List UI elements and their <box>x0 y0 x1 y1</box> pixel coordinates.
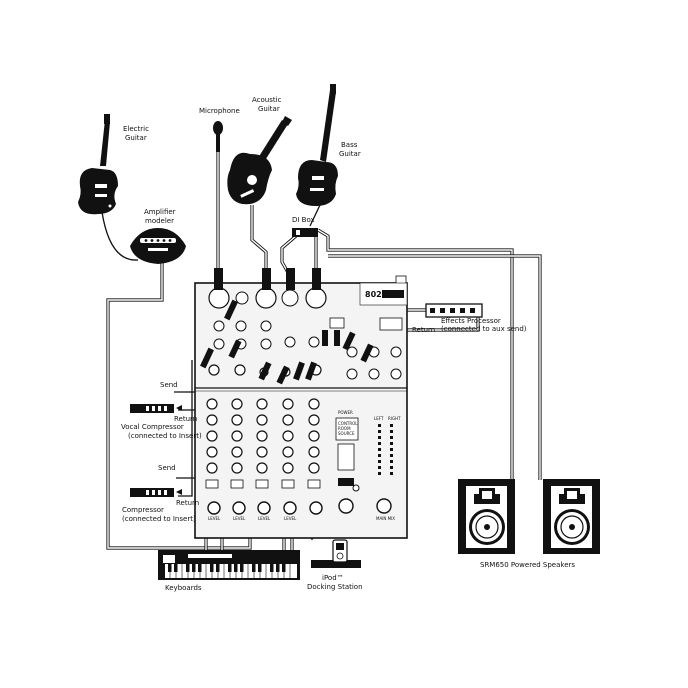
vocal-return-label: Return <box>174 415 197 423</box>
channel-strip-3: LEVEL <box>255 398 271 521</box>
speaker-right <box>543 479 600 554</box>
main-mix-label: MAIN MIX <box>376 516 395 521</box>
acoustic-guitar-label: Acoustic <box>252 96 282 104</box>
channel-strip-1: LEVEL <box>205 398 221 521</box>
effects-processor-label: Effects Processor <box>441 317 501 325</box>
control-room-label: SOURCE <box>338 431 355 436</box>
vocal-compressor-label: Vocal Compressor <box>121 423 184 431</box>
comp-return-label: Return <box>176 499 199 507</box>
channel-strip-4: LEVEL <box>281 398 297 521</box>
effects-return-label: Return <box>412 326 435 334</box>
meter-left-label: LEFT <box>374 416 384 421</box>
bass-guitar-label: Guitar <box>339 150 361 158</box>
keyboards <box>158 550 300 580</box>
effects-processor <box>425 303 483 318</box>
channel-strips: LEVEL LEVEL LEVEL <box>205 398 323 521</box>
compressor-label: Compressor <box>122 506 164 514</box>
amplifier-modeler <box>130 228 186 264</box>
strip-label: LEVEL <box>284 516 297 521</box>
speaker-left <box>458 479 515 554</box>
control-room-label: ROOM <box>338 426 351 431</box>
strip-label: LEVEL <box>208 516 221 521</box>
line-input-jacks <box>213 317 403 380</box>
bass-guitar-label: Bass <box>341 141 358 149</box>
mixer-802vlz3: 802 <box>194 268 408 539</box>
control-room-label: CONTROL <box>338 421 358 426</box>
di-box-label: DI Box <box>292 216 315 224</box>
ipod-label: iPod™ <box>322 574 344 582</box>
effects-processor-label: (connected to aux send) <box>441 325 527 333</box>
channel-strip-2: LEVEL <box>230 398 246 521</box>
comp-send-label: Send <box>158 464 176 472</box>
vocal-compressor-label: (connected to Insert) <box>128 432 202 440</box>
strip-label: LEVEL <box>258 516 271 521</box>
meter-right-label: RIGHT <box>388 416 401 421</box>
ipod-docking-station <box>311 539 361 568</box>
electric-guitar-label: Guitar <box>125 134 147 142</box>
level-meters <box>378 424 393 475</box>
compressor <box>130 488 182 497</box>
electric-guitar-label: Electric <box>123 125 149 133</box>
plugged-connectors <box>200 268 374 385</box>
master-section: POWER CONTROL ROOM SOURCE LEFT RIGHT <box>335 410 401 521</box>
channel-strip-5 <box>307 398 323 515</box>
mixer-logo: 802 <box>365 290 382 299</box>
bass-guitar <box>296 84 338 206</box>
strip-label: LEVEL <box>233 516 246 521</box>
xlr-inputs <box>208 287 327 309</box>
vocal-compressor <box>130 404 182 413</box>
amplifier-modeler-label: Amplifier <box>144 208 176 216</box>
vocal-send-label: Send <box>160 381 178 389</box>
acoustic-guitar-label: Guitar <box>258 105 280 113</box>
amplifier-modeler-label: modeler <box>145 217 174 225</box>
di-box <box>292 228 318 237</box>
ipod-label: Docking Station <box>307 583 363 591</box>
microphone-label: Microphone <box>199 107 240 115</box>
microphone <box>213 121 223 152</box>
black-keys <box>168 564 286 572</box>
electric-guitar <box>78 114 118 215</box>
power-label: POWER <box>338 410 353 415</box>
acoustic-guitar <box>227 116 292 205</box>
compressor-label: (connected to Insert) <box>122 515 196 523</box>
speakers-label: SRM650 Powered Speakers <box>480 561 575 569</box>
keyboards-label: Keyboards <box>165 584 202 592</box>
